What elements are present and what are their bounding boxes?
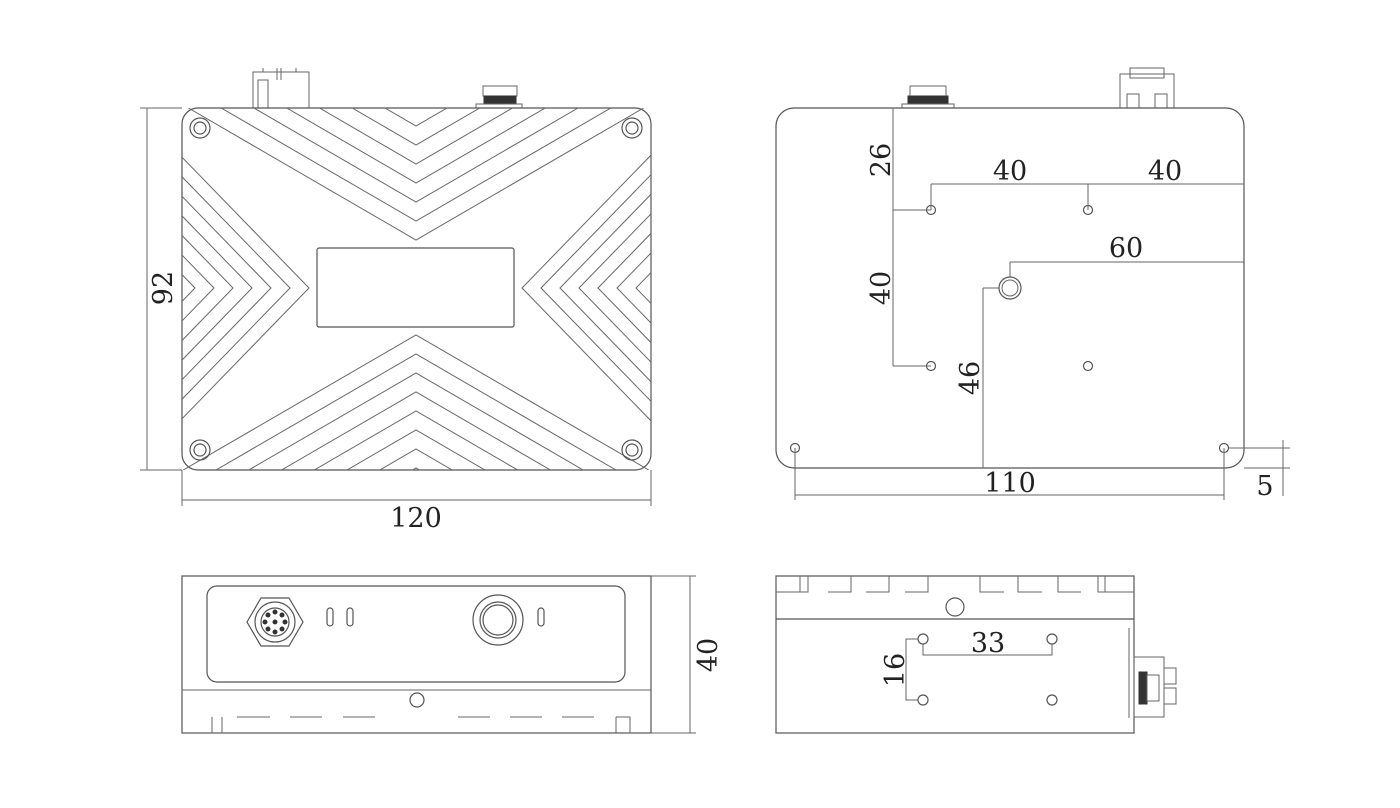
dimension-label-40-b: 40 bbox=[1148, 156, 1182, 187]
fin-line bbox=[314, 410, 518, 470]
dimension-label-40-c: 40 bbox=[866, 271, 897, 305]
rear-view-outline bbox=[775, 107, 1245, 469]
top-view-outline bbox=[181, 107, 652, 471]
fin-line bbox=[182, 156, 310, 420]
fin-line bbox=[578, 213, 651, 363]
connector-panel bbox=[206, 585, 626, 683]
fin-line bbox=[597, 233, 651, 343]
fin-line bbox=[188, 108, 644, 241]
rear-dimension-lines bbox=[794, 108, 1290, 500]
dimension-label-46: 46 bbox=[955, 361, 986, 395]
fin-line bbox=[412, 467, 420, 470]
fin-line bbox=[635, 272, 651, 304]
fin-line bbox=[182, 254, 215, 322]
fin-line bbox=[540, 174, 651, 402]
dimension-92: 92 bbox=[140, 107, 182, 471]
fin-line bbox=[215, 353, 617, 470]
mounting-holes bbox=[789, 204, 1230, 454]
side-view-outline bbox=[775, 575, 1135, 734]
top-view-connector-right bbox=[475, 85, 523, 109]
side-view: 33 16 bbox=[775, 575, 1177, 734]
m12-connector bbox=[246, 597, 304, 647]
fin-line bbox=[182, 215, 253, 361]
fin-line bbox=[281, 391, 551, 470]
dimension-120: 120 bbox=[181, 470, 652, 534]
fin-line bbox=[182, 274, 196, 302]
antenna-connector bbox=[472, 594, 524, 646]
fin-line bbox=[182, 195, 272, 381]
top-view-connector-left bbox=[252, 68, 310, 109]
rear-view: 26 40 40 40 60 46 110 5 bbox=[775, 67, 1290, 502]
front-hole bbox=[409, 692, 425, 708]
fin-line bbox=[248, 372, 584, 470]
dimension-label-5: 5 bbox=[1256, 471, 1273, 502]
dimension-label-40-a: 40 bbox=[993, 156, 1027, 187]
fin-line bbox=[616, 252, 651, 324]
front-view-outline bbox=[181, 575, 652, 734]
fin-line bbox=[351, 108, 481, 146]
top-view: 92 120 bbox=[140, 68, 652, 534]
front-slots bbox=[211, 716, 631, 733]
fin-line bbox=[182, 176, 291, 400]
side-slots bbox=[776, 576, 1134, 593]
fin-line bbox=[559, 193, 651, 383]
fin-line bbox=[319, 108, 513, 165]
fin-line bbox=[346, 429, 486, 470]
label-window bbox=[316, 247, 515, 328]
front-view: 40 bbox=[181, 575, 724, 734]
fin-line bbox=[384, 108, 448, 127]
side-dimension-lines bbox=[905, 628, 1130, 718]
dimension-label-60: 60 bbox=[1109, 233, 1143, 264]
fin-line bbox=[379, 448, 453, 470]
fin-line bbox=[220, 108, 612, 222]
dimension-label-width: 120 bbox=[390, 503, 442, 534]
dimension-label-110: 110 bbox=[984, 468, 1036, 499]
fin-line bbox=[253, 108, 579, 203]
dimension-40: 40 bbox=[651, 575, 724, 734]
side-hole bbox=[945, 597, 965, 617]
dimension-label-height: 92 bbox=[148, 271, 179, 305]
fin-line bbox=[521, 154, 651, 422]
dimension-label-front-height: 40 bbox=[693, 638, 724, 672]
dimension-label-33: 33 bbox=[971, 628, 1005, 659]
status-leds bbox=[326, 607, 545, 627]
heatsink-fins bbox=[182, 108, 651, 470]
fin-line bbox=[182, 235, 234, 341]
rear-connector-left bbox=[901, 85, 955, 109]
fin-line bbox=[182, 334, 650, 470]
corner-screws bbox=[189, 117, 643, 461]
dimension-label-16: 16 bbox=[880, 653, 911, 687]
fin-line bbox=[286, 108, 546, 184]
dimension-label-26: 26 bbox=[866, 143, 897, 177]
side-connector bbox=[1133, 656, 1177, 718]
rear-connector-right bbox=[1119, 67, 1175, 109]
